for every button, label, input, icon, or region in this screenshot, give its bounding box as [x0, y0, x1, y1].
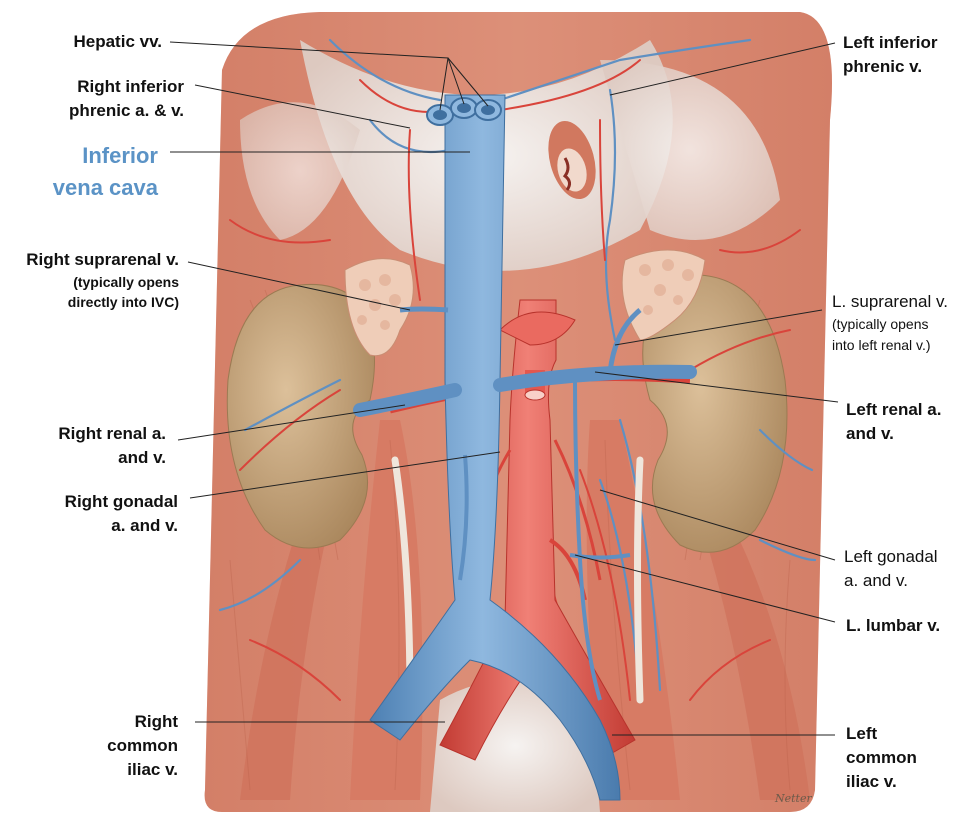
label-line: Left gonadal	[844, 547, 938, 566]
label-line: and v.	[846, 424, 894, 443]
label-right-suprarenal-vein: Right suprarenal v. (typically opens dir…	[26, 248, 179, 312]
label-left-renal: Left renal a. and v.	[846, 398, 941, 446]
label-line: Right	[134, 712, 178, 731]
label-line: Left renal a.	[846, 400, 942, 419]
label-line: Right renal a.	[58, 424, 166, 443]
leader-lines	[169, 41, 839, 736]
label-left-common-iliac: Left common iliac v.	[846, 722, 917, 794]
label-line: Right gonadal	[64, 492, 178, 511]
artist-signature: Netter	[775, 792, 812, 805]
label-right-common-iliac: Right common iliac v.	[107, 710, 178, 782]
label-line: Right inferior	[77, 77, 184, 96]
label-line: and v.	[118, 448, 166, 467]
inferior-vena-cava	[353, 94, 697, 801]
label-line: a. and v.	[111, 516, 178, 535]
label-left-suprarenal-vein: L. suprarenal v. (typically opens into l…	[832, 290, 948, 356]
posterior-abdominal-wall	[204, 12, 832, 812]
label-line: vena cava	[52, 175, 158, 200]
label-line: iliac v.	[127, 760, 178, 779]
right-suprarenal-gland	[344, 258, 414, 357]
label-line: into left renal v.)	[832, 337, 931, 353]
label-line: a. and v.	[844, 571, 908, 590]
label-line: phrenic a. & v.	[69, 101, 184, 120]
label-right-renal: Right renal a. and v.	[58, 422, 166, 470]
label-hepatic-veins: Hepatic vv.	[73, 32, 162, 51]
label-line: phrenic v.	[843, 57, 923, 76]
label-right-gonadal: Right gonadal a. and v.	[65, 490, 178, 538]
label-line: Left inferior	[843, 33, 938, 52]
label-line: (typically opens	[832, 316, 929, 332]
label-line: (typically opens	[73, 274, 179, 290]
label-line: Inferior	[82, 143, 158, 168]
label-line: Right suprarenal v.	[26, 250, 179, 269]
left-suprarenal-gland	[621, 249, 706, 341]
label-line: L. suprarenal v.	[832, 292, 948, 311]
esophagus	[548, 120, 596, 200]
label-line: iliac v.	[846, 772, 897, 791]
label-left-gonadal: Left gonadal a. and v.	[844, 545, 938, 593]
label-inferior-vena-cava: Inferior vena cava	[53, 140, 158, 204]
label-line: directly into IVC)	[67, 294, 179, 310]
label-line: common	[846, 748, 917, 767]
label-left-lumbar-vein: L. lumbar v.	[846, 616, 941, 635]
label-line: common	[107, 736, 178, 755]
label-right-inferior-phrenic: Right inferior phrenic a. & v.	[69, 75, 184, 123]
label-left-inferior-phrenic: Left inferior phrenic v.	[843, 31, 937, 79]
label-line: Left	[846, 724, 878, 743]
